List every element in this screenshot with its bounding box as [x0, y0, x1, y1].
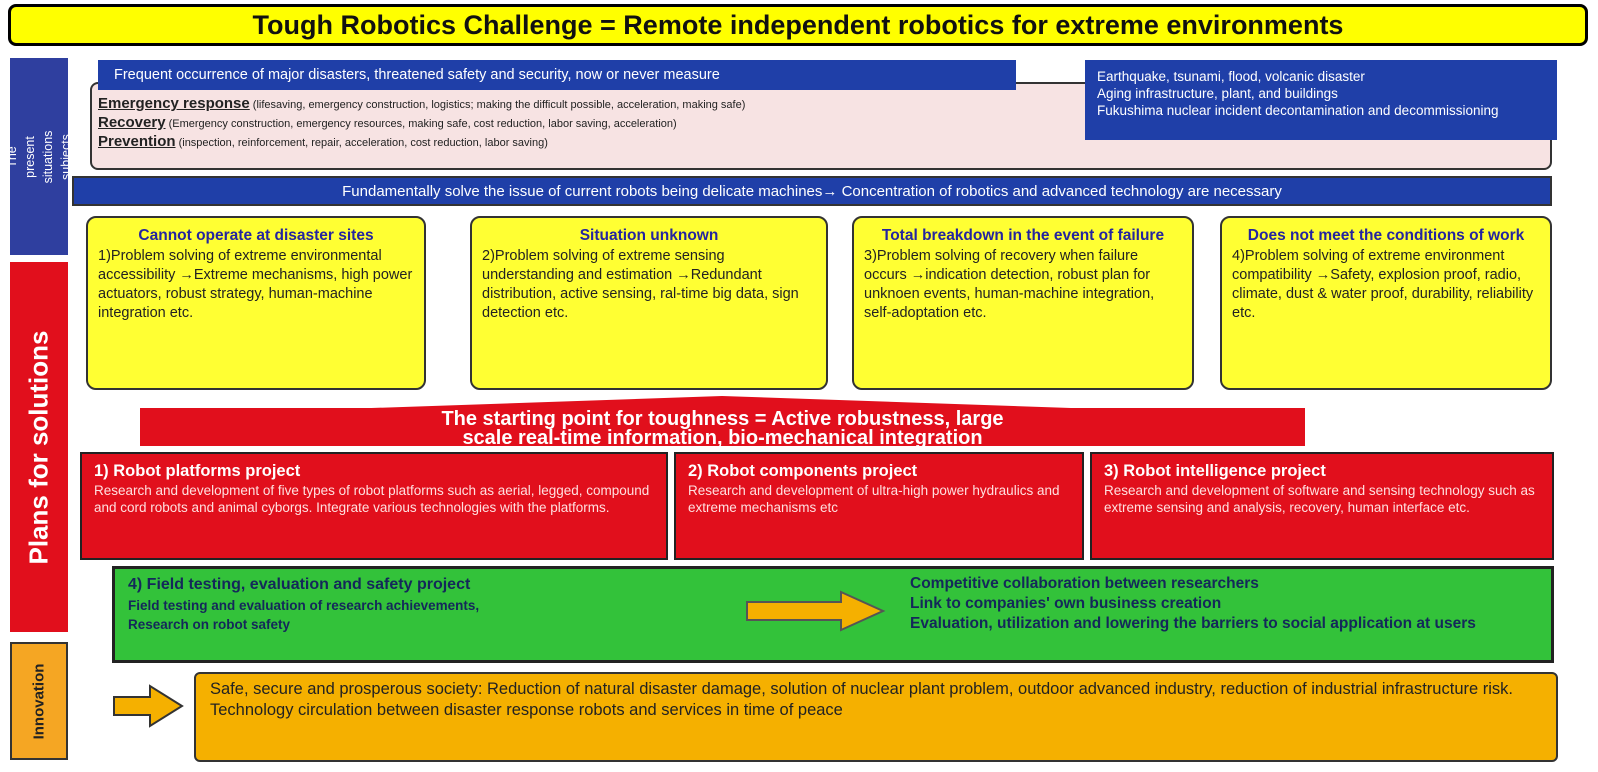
disaster-item: Fukushima nuclear incident decontaminati…: [1097, 103, 1499, 118]
project-heading: 3) Robot intelligence project: [1104, 462, 1326, 480]
problem-box-access: Cannot operate at disaster sites 1)Probl…: [86, 216, 426, 390]
sidebar-present-situations: The present situations subjects: [5, 58, 73, 255]
starting-point-line: scale real-time information, bio-mechani…: [462, 427, 983, 449]
problem-box-recovery: Total breakdown in the event of failure …: [852, 216, 1194, 390]
project-box-intelligence: 3) Robot intelligence project Research a…: [1090, 452, 1554, 560]
sidebar-plans-for-solutions: Plans for solutions: [10, 262, 68, 632]
starting-point-banner: The starting point for toughness = Activ…: [140, 408, 1305, 449]
field-testing-line: Field testing and evaluation of research…: [128, 598, 480, 613]
sidebar-present-label: The present situations subjects: [5, 130, 73, 183]
disaster-item: Aging infrastructure, plant, and buildin…: [1097, 86, 1338, 101]
field-testing-line: Research on robot safety: [128, 617, 291, 632]
sidebar-plans-label: Plans for solutions: [23, 329, 54, 565]
project-body: Research and development of software and…: [1104, 483, 1535, 515]
problem-body: 2)Problem solving of extreme sensing und…: [482, 248, 799, 321]
sidebar-innovation-label: Innovation: [30, 663, 48, 739]
field-testing-heading: 4) Field testing, evaluation and safety …: [128, 576, 471, 593]
project-body: Research and development of five types o…: [94, 483, 650, 515]
situation-banner: Frequent occurrence of major disasters, …: [98, 60, 1016, 90]
response-detail: (lifesaving, emergency construction, log…: [249, 99, 746, 111]
disaster-list: Earthquake, tsunami, flood, volcanic dis…: [1085, 60, 1557, 140]
problem-heading: Cannot operate at disaster sites: [138, 227, 374, 244]
response-heading: Recovery: [98, 114, 166, 131]
response-item-recovery: Recovery (Emergency construction, emerge…: [98, 115, 1078, 132]
problem-heading: Situation unknown: [579, 227, 719, 244]
response-heading: Prevention: [98, 133, 176, 150]
right-arrow-icon: [113, 684, 184, 728]
outcome-item: Evaluation, utilization and lowering the…: [910, 615, 1476, 632]
problem-body: 3)Problem solving of recovery when failu…: [864, 248, 1155, 321]
innovation-outcome-box: Safe, secure and prosperous society: Red…: [194, 672, 1558, 762]
project-heading: 1) Robot platforms project: [94, 462, 301, 480]
response-item-prevention: Prevention (inspection, reinforcement, r…: [98, 134, 1078, 151]
project-heading: 2) Robot components project: [688, 462, 918, 480]
response-detail: (Emergency construction, emergency resou…: [165, 118, 677, 130]
outcome-item: Link to companies' own business creation: [910, 595, 1222, 612]
response-list: Emergency response (lifesaving, emergenc…: [98, 96, 1078, 153]
problem-body: 1)Problem solving of extreme environment…: [98, 248, 413, 321]
response-item-emergency: Emergency response (lifesaving, emergenc…: [98, 96, 1078, 113]
problem-box-compatibility: Does not meet the conditions of work 4)P…: [1220, 216, 1552, 390]
problem-heading: Total breakdown in the event of failure: [881, 227, 1165, 244]
starting-point-line: The starting point for toughness = Activ…: [441, 408, 1004, 430]
sidebar-innovation: Innovation: [10, 642, 68, 760]
problem-body: 4)Problem solving of extreme environment…: [1232, 248, 1534, 321]
response-heading: Emergency response: [98, 95, 250, 112]
problem-heading: Does not meet the conditions of work: [1247, 227, 1525, 244]
project-box-components: 2) Robot components project Research and…: [674, 452, 1084, 560]
field-testing-outcomes: Competitive collaboration between resear…: [910, 574, 1560, 634]
project-box-platforms: 1) Robot platforms project Research and …: [80, 452, 668, 560]
diagram-title: Tough Robotics Challenge = Remote indepe…: [8, 4, 1588, 46]
outcome-item: Competitive collaboration between resear…: [910, 575, 1259, 592]
problem-box-sensing: Situation unknown 2)Problem solving of e…: [470, 216, 828, 390]
fundamental-issue-bar: Fundamentally solve the issue of current…: [72, 176, 1552, 206]
disaster-item: Earthquake, tsunami, flood, volcanic dis…: [1097, 69, 1365, 84]
field-testing-left: 4) Field testing, evaluation and safety …: [128, 574, 748, 634]
right-arrow-icon: [746, 590, 886, 632]
response-detail: (inspection, reinforcement, repair, acce…: [175, 137, 548, 149]
project-body: Research and development of ultra-high p…: [688, 483, 1060, 515]
